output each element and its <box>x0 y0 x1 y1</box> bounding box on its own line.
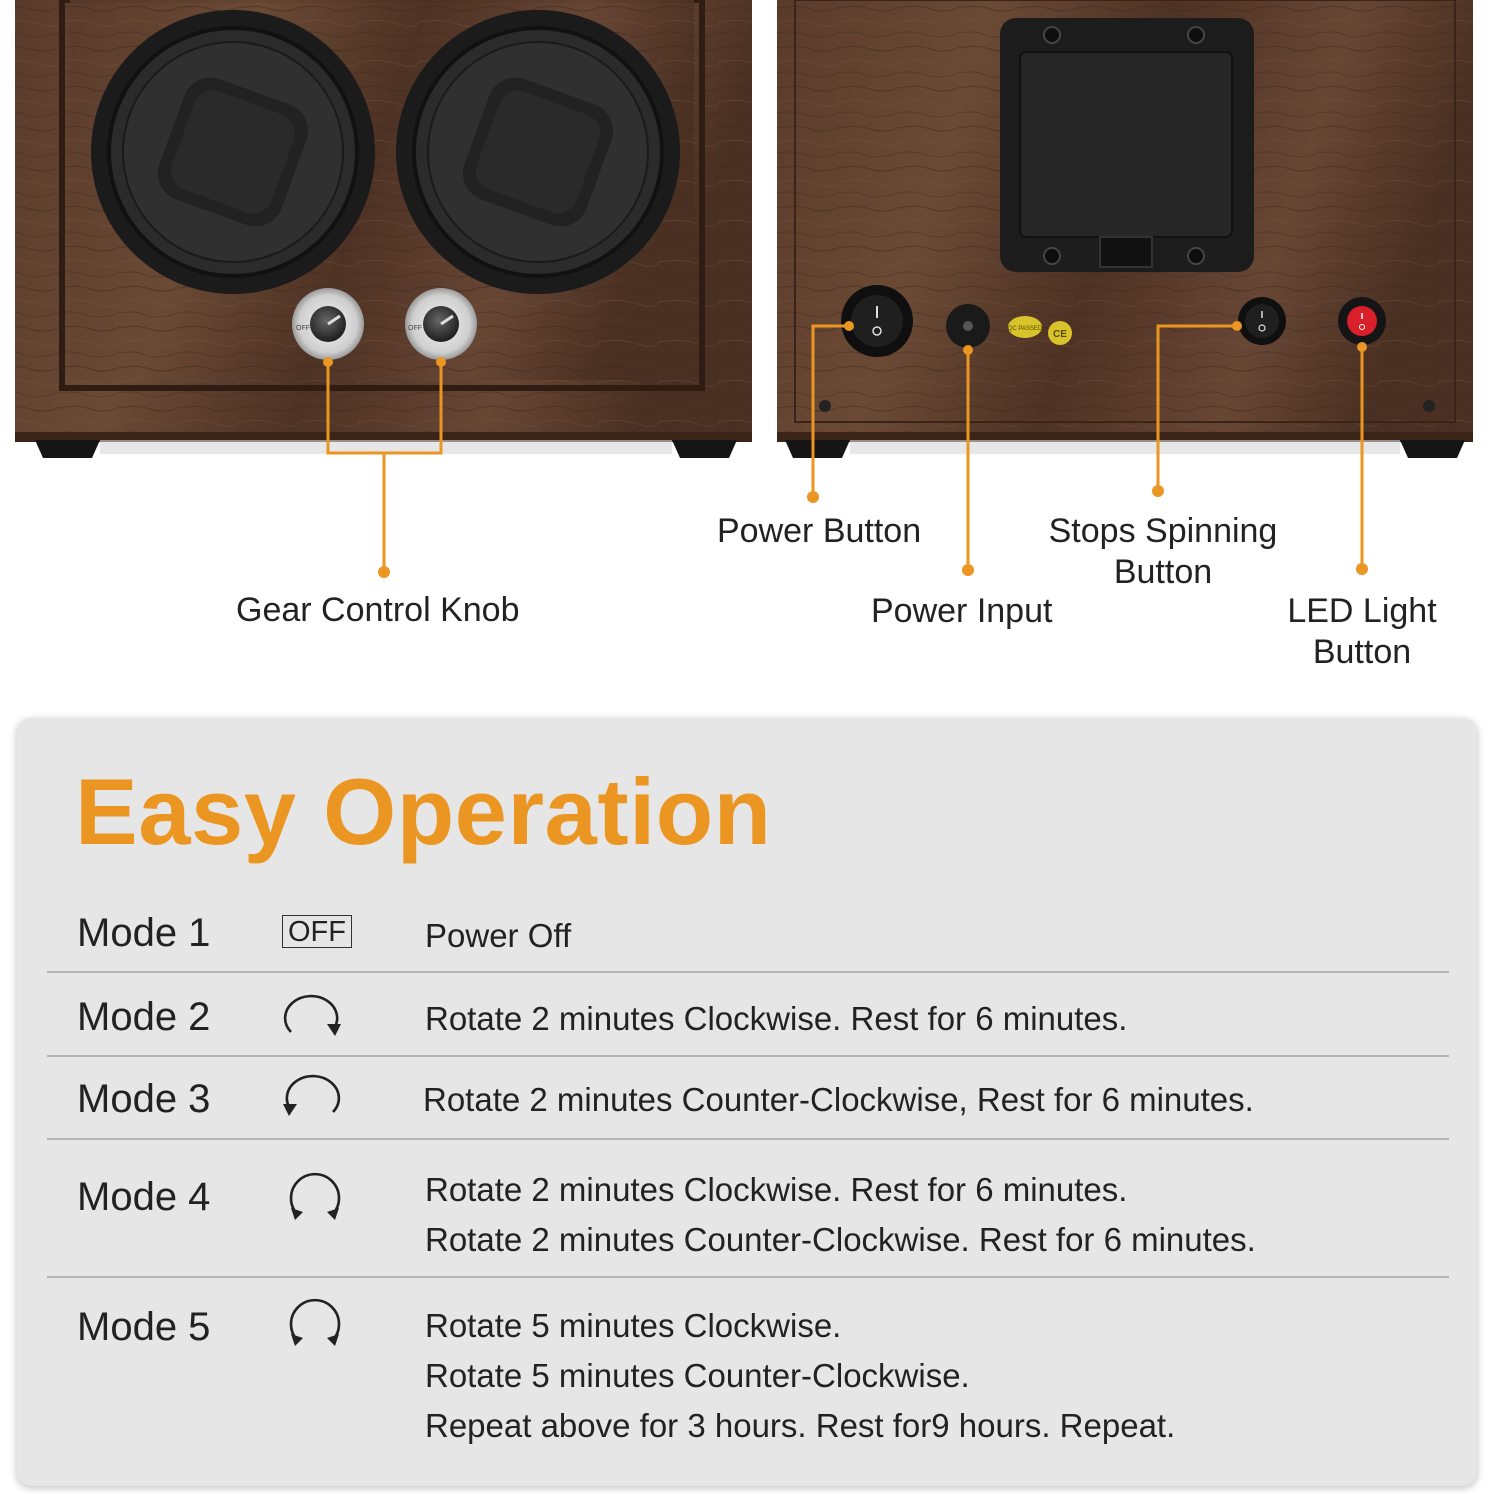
mode-description: Repeat above for 3 hours. Rest for9 hour… <box>425 1407 1176 1444</box>
watch-winder-front: OFF OFF <box>15 0 752 458</box>
led-light-label-line1: LED Light <box>1287 592 1437 630</box>
off-label-icon: OFF <box>282 915 352 948</box>
power-button[interactable] <box>841 285 913 357</box>
mode-description: Rotate 2 minutes Counter-Clockwise. Rest… <box>425 1221 1256 1258</box>
knob-off-mark: OFF <box>408 325 422 332</box>
stops-spinning-label-line1: Stops Spinning <box>1048 512 1278 550</box>
product-illustration: OFF OFF <box>15 0 1473 578</box>
callout-lines <box>326 324 1364 572</box>
battery-compartment <box>1000 18 1254 272</box>
row-divider <box>47 1276 1449 1278</box>
clockwise-arrow-icon <box>283 994 341 1036</box>
power-input-label: Power Input <box>871 592 1053 630</box>
stops-spinning-button[interactable] <box>1238 297 1286 345</box>
svg-text:CE: CE <box>1053 329 1067 340</box>
counter-clockwise-arrow-icon <box>283 1074 341 1116</box>
stops-spinning-label-line2: Button <box>1113 553 1213 591</box>
mode-description: Rotate 5 minutes Counter-Clockwise. <box>425 1357 970 1394</box>
qc-passed-badge: QC PASSED <box>1008 316 1043 338</box>
power-button-label: Power Button <box>717 512 922 550</box>
ce-badge: CE <box>1048 321 1072 345</box>
gear-knob-left[interactable] <box>292 288 364 360</box>
watch-cushion-left <box>91 10 375 294</box>
watch-winder-back: QC PASSED CE <box>777 0 1473 458</box>
row-divider <box>47 971 1449 973</box>
led-light-button[interactable] <box>1338 297 1386 345</box>
mode-description: Power Off <box>425 917 572 954</box>
row-divider <box>47 1055 1449 1057</box>
mode-description: Rotate 5 minutes Clockwise. <box>425 1307 842 1344</box>
panel-title: Easy Operation <box>75 759 772 864</box>
callout-dots <box>323 321 1368 578</box>
mode-description: Rotate 2 minutes Counter-Clockwise, Rest… <box>423 1081 1254 1118</box>
watch-cushion-right <box>396 10 680 294</box>
operation-panel: Easy Operation Mode 1 OFF Power Off Mode… <box>17 718 1477 1486</box>
mode-label: Mode 2 <box>77 995 211 1039</box>
mode-label: Mode 3 <box>77 1077 211 1121</box>
svg-text:QC PASSED: QC PASSED <box>1008 326 1043 332</box>
mode-description: Rotate 2 minutes Clockwise. Rest for 6 m… <box>425 1000 1128 1037</box>
led-light-label: LED Light Button <box>1283 591 1441 673</box>
knob-off-mark: OFF <box>296 325 310 332</box>
mode-description: Rotate 2 minutes Clockwise. Rest for 6 m… <box>425 1171 1128 1208</box>
mode-label: Mode 1 <box>77 911 211 955</box>
led-light-label-line2: Button <box>1312 633 1412 671</box>
gear-knob-right[interactable] <box>405 288 477 360</box>
power-input-jack[interactable] <box>946 304 990 348</box>
mode-label: Mode 5 <box>77 1305 211 1349</box>
gear-control-knob-label: Gear Control Knob <box>236 591 520 629</box>
bidirectional-rotation-icon <box>289 1298 341 1346</box>
stops-spinning-label: Stops Spinning Button <box>1042 511 1284 593</box>
row-divider <box>47 1138 1449 1140</box>
bidirectional-rotation-icon <box>289 1172 341 1220</box>
mode-label: Mode 4 <box>77 1175 211 1219</box>
